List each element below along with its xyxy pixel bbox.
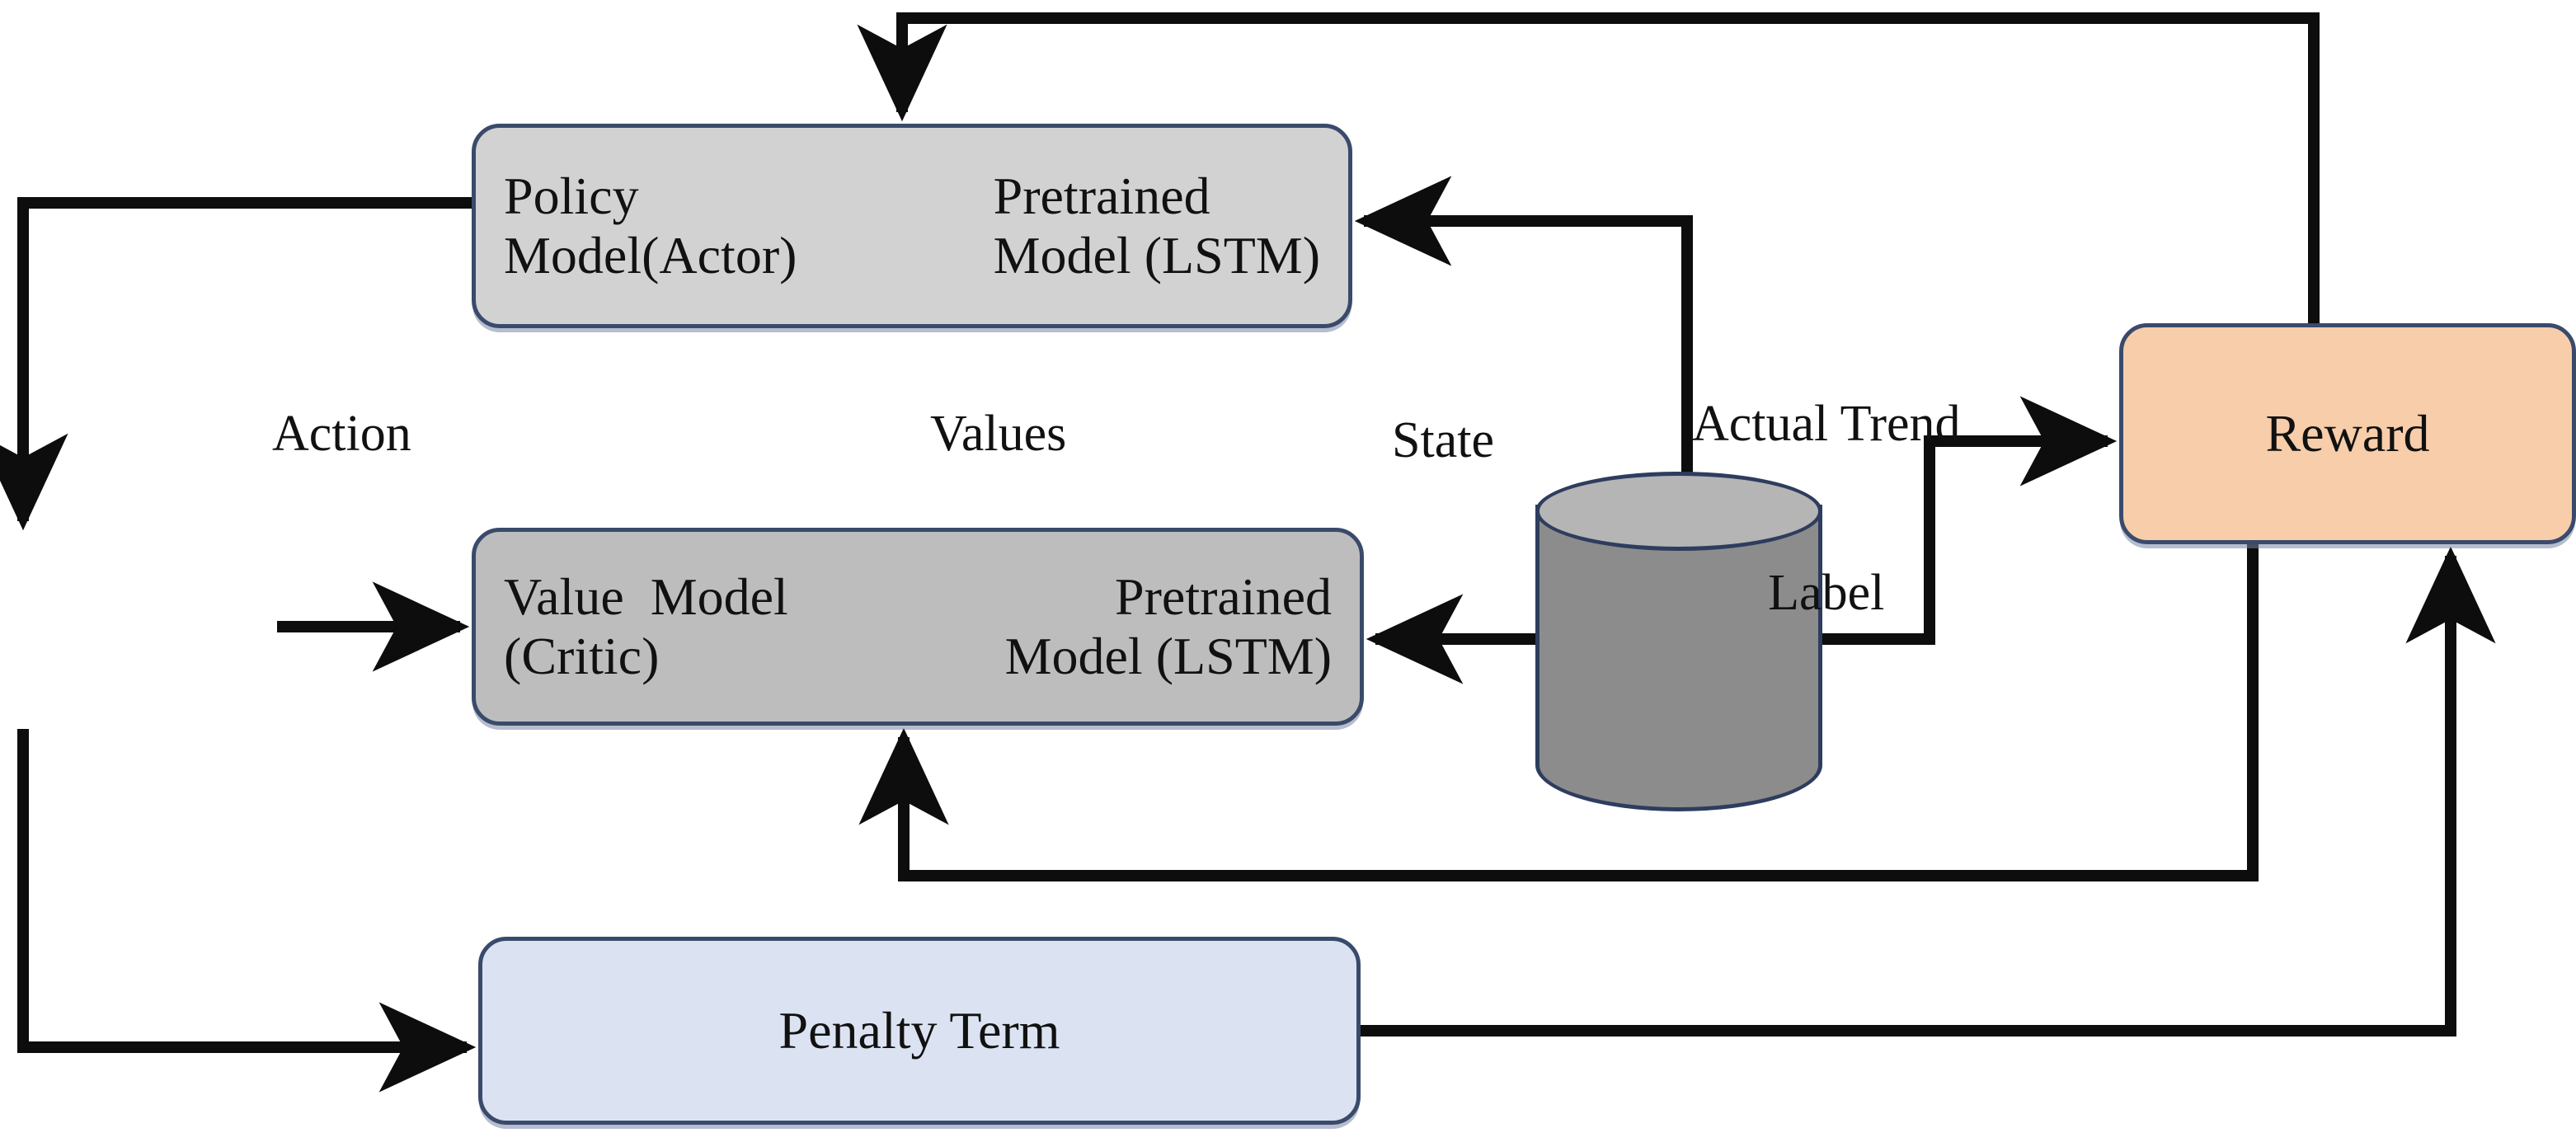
- value-left-line1: Value Model: [504, 567, 788, 627]
- edge-label-actual-trend: Actual Trend Label: [1692, 284, 1961, 734]
- value-model-left-text: Value Model(Critic): [504, 567, 788, 685]
- node-reward[interactable]: Reward: [2119, 323, 2576, 544]
- value-left-line2: (Critic): [504, 627, 660, 685]
- database-cylinder-body: [1535, 505, 1822, 811]
- edge-policy-to-penalty: [17, 729, 477, 1093]
- node-database-cylinder[interactable]: [1535, 472, 1822, 811]
- value-right-line1: Pretrained: [1115, 567, 1332, 627]
- edge-policy-to-action: [0, 197, 472, 531]
- policy-left-line1: Policy: [504, 167, 639, 226]
- value-right-line2: Model (LSTM): [1004, 627, 1332, 685]
- reward-label: Reward: [2265, 404, 2430, 463]
- edge-label-values: Values: [930, 406, 1067, 462]
- edge-label-state: State: [1392, 412, 1494, 468]
- actual-trend-line2: Label: [1768, 564, 1885, 621]
- actual-trend-line1: Actual Trend: [1692, 396, 1961, 453]
- policy-right-line2: Model (LSTM): [993, 226, 1320, 284]
- policy-right-line1: Pretrained: [993, 167, 1210, 226]
- database-cylinder-top: [1535, 472, 1822, 551]
- node-penalty-term[interactable]: Penalty Term: [478, 937, 1361, 1125]
- policy-left-line2: Model(Actor): [504, 226, 797, 284]
- edge-label-action: Action: [272, 406, 411, 462]
- penalty-term-label: Penalty Term: [778, 1001, 1060, 1060]
